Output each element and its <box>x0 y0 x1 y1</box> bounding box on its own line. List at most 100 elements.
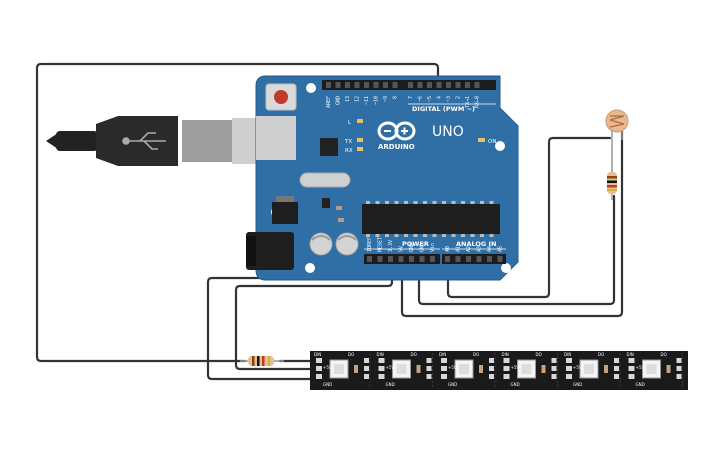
header-pin[interactable] <box>417 82 423 88</box>
header-pin[interactable] <box>409 256 414 262</box>
strip-dout-label: DO <box>661 352 667 357</box>
digital-pin-label: 12 <box>355 96 361 102</box>
strip-dout-label: DO <box>536 352 542 357</box>
power-pin-label: 3.3V <box>388 240 394 252</box>
strip-gnd-label: GND <box>323 382 332 387</box>
led-tx-label: TX <box>344 139 352 145</box>
arduino-logo-icon <box>377 121 416 141</box>
header-pin[interactable] <box>446 82 451 88</box>
strip-gnd-label: GND <box>573 382 582 387</box>
header-pin[interactable] <box>465 82 470 88</box>
strip-dout-label: DO <box>348 352 354 357</box>
header-pin[interactable] <box>487 256 492 262</box>
header-pin[interactable] <box>367 256 372 262</box>
analog-header-label: ANALOG IN <box>456 240 496 248</box>
digital-pin-label: AREF <box>326 96 332 108</box>
header-pin[interactable] <box>335 82 341 88</box>
digital-header-label: DIGITAL (PWM ~) <box>412 105 475 113</box>
strip-din-label: DIN <box>314 352 321 357</box>
resistor-data-line <box>240 356 284 366</box>
strip-din-label: DIN <box>564 352 571 357</box>
resistor-divider <box>607 168 617 200</box>
header-pin[interactable] <box>388 256 393 262</box>
led-pixel: DIN DO +5V GND <box>564 352 621 388</box>
header-pin[interactable] <box>455 82 461 88</box>
header-pin[interactable] <box>354 82 360 88</box>
header-pin[interactable] <box>445 256 450 262</box>
digital-pin-label: ~11 <box>364 96 370 105</box>
power-pin-label: IOREF <box>367 237 373 252</box>
usb-icon <box>122 132 166 150</box>
on-label: ON <box>488 139 496 145</box>
strip-dout-label: DO <box>473 352 479 357</box>
power-pin-label: GND <box>409 243 415 252</box>
digital-pin-label: RX←0 <box>475 96 481 108</box>
strip-dout-label: DO <box>598 352 604 357</box>
strip-gnd-label: GND <box>511 382 520 387</box>
led-pixel: DIN DO +5V GND <box>377 352 433 388</box>
strip-gnd-label: GND <box>448 382 457 387</box>
header-pin[interactable] <box>373 82 379 88</box>
strip-5v-label: +5V <box>448 365 457 370</box>
header-pin[interactable] <box>436 82 442 88</box>
atmega-chip <box>362 204 500 234</box>
header-pin[interactable] <box>383 82 388 88</box>
strip-gnd-label: GND <box>636 382 645 387</box>
header-pin[interactable] <box>427 82 432 88</box>
strip-din-label: DIN <box>627 352 634 357</box>
strip-5v-label: +5V <box>511 365 520 370</box>
header-pin[interactable] <box>377 256 383 262</box>
digital-pin-label: 2 <box>456 96 462 99</box>
header-pin[interactable] <box>408 82 413 88</box>
digital-pin-label: 4 <box>437 96 443 99</box>
header-pin[interactable] <box>430 256 435 262</box>
digital-pin-label: ~9 <box>383 96 389 102</box>
led-l-label: L <box>348 120 352 126</box>
wire-gnd-to-strip <box>234 260 394 371</box>
header-pin[interactable] <box>345 82 350 88</box>
header-pin[interactable] <box>364 82 369 88</box>
digital-pin-label: GND <box>336 96 342 105</box>
strip-5v-label: +5V <box>386 365 395 370</box>
power-pin-label: GND <box>420 243 426 252</box>
strip-dout-label: DO <box>411 352 417 357</box>
strip-gnd-label: GND <box>386 382 395 387</box>
power-header-label: POWER <box>402 240 429 248</box>
header-pin[interactable] <box>398 256 404 262</box>
power-pin-label: RESET <box>378 237 384 252</box>
wire-a0-to-sensor <box>446 136 612 299</box>
digital-pin-label: ~10 <box>374 96 380 105</box>
header-pin[interactable] <box>466 256 471 262</box>
header-pin[interactable] <box>497 256 503 262</box>
photoresistor <box>605 109 629 168</box>
crystal <box>299 172 351 188</box>
strip-din-label: DIN <box>502 352 509 357</box>
header-pin[interactable] <box>476 256 482 262</box>
board-model: UNO <box>432 124 464 140</box>
digital-pin-label: TX→1 <box>465 96 471 108</box>
digital-pin-label: 7 <box>408 96 414 99</box>
header-pin[interactable] <box>392 82 398 88</box>
board-brand: ARDUINO <box>378 143 415 151</box>
lower-header-pins <box>367 256 503 262</box>
digital-pin-label: ~5 <box>427 96 433 102</box>
led-pixel: DIN DO +5V GND <box>502 352 558 388</box>
wire-gnd-to-ldr <box>400 126 624 318</box>
digital-header-pins <box>326 82 480 88</box>
digital-pin-label: 13 <box>345 96 351 102</box>
led-strip: DIN DO +5V GND DIN DO +5V GND DIN DO +5V GND DIN DO +5… <box>310 351 688 390</box>
header-pin[interactable] <box>419 256 425 262</box>
strip-5v-label: +5V <box>323 365 332 370</box>
strip-din-label: DIN <box>377 352 384 357</box>
header-pin[interactable] <box>455 256 461 262</box>
strip-5v-label: +5V <box>573 365 582 370</box>
header-pin[interactable] <box>326 82 331 88</box>
led-rx-label: RX <box>345 148 353 154</box>
wire-pin7-to-strip <box>35 62 440 363</box>
header-pin[interactable] <box>474 82 480 88</box>
